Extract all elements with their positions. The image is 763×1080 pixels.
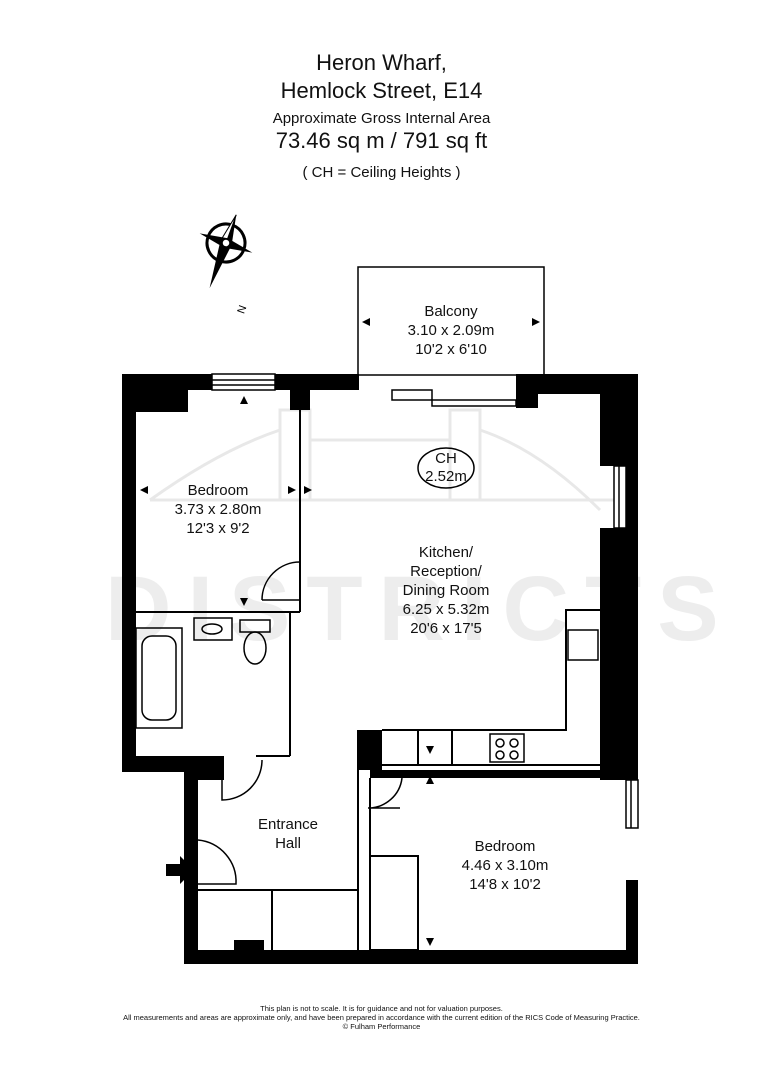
bathroom-fixtures	[135, 617, 271, 729]
kitchen-metric: 6.25 x 5.32m	[403, 601, 490, 618]
balcony-metric: 3.10 x 2.09m	[408, 322, 495, 339]
area-value: 73.46 sq m / 791 sq ft	[275, 128, 488, 153]
walls	[122, 374, 638, 964]
compass-north-label: N	[235, 304, 249, 316]
bedroom2-metric: 4.46 x 3.10m	[462, 857, 549, 874]
sink-icon	[193, 617, 233, 641]
ceiling-height-value: 2.52m	[425, 468, 467, 485]
ceiling-height-badge	[417, 447, 475, 489]
balcony-name: Balcony	[424, 303, 478, 320]
hall-line1: Entrance	[258, 816, 318, 833]
ceiling-height-label: CH	[435, 450, 457, 467]
kitchen-line1: Kitchen/	[419, 544, 474, 561]
room-labels: Balcony 3.10 x 2.09m 10'2 x 6'10 Bedroom…	[175, 303, 549, 893]
kitchen-line3: Dining Room	[403, 582, 490, 599]
dimension-arrows	[140, 318, 540, 946]
property-name: Heron Wharf,	[316, 50, 447, 75]
balcony-outline	[357, 266, 545, 376]
doors	[197, 561, 403, 885]
footer-disclaimer: This plan is not to scale. It is for gui…	[260, 1004, 503, 1013]
hall-line2: Hall	[275, 835, 301, 852]
kitchen-line2: Reception/	[410, 563, 483, 580]
bedroom1-metric: 3.73 x 2.80m	[175, 501, 262, 518]
footer-measurements: All measurements and areas are approxima…	[123, 1013, 640, 1022]
kitchen-fixtures	[489, 629, 599, 763]
property-address: Hemlock Street, E14	[280, 78, 483, 103]
ceiling-height-note: ( CH = Ceiling Heights )	[302, 164, 461, 181]
tower-bridge-watermark	[149, 408, 620, 512]
windows	[211, 373, 639, 829]
footer-copyright: © Fulham Performance	[342, 1022, 421, 1031]
bedroom2-name: Bedroom	[475, 838, 536, 855]
hob-icon	[489, 733, 525, 763]
sink-icon	[567, 629, 599, 661]
area-label: Approximate Gross Internal Area	[272, 110, 491, 127]
bedroom1-name: Bedroom	[188, 482, 249, 499]
bedroom1-imperial: 12'3 x 9'2	[186, 520, 249, 537]
entrance-arrow-icon	[166, 856, 194, 884]
balcony-imperial: 10'2 x 6'10	[415, 341, 487, 358]
inner-walls	[136, 410, 600, 951]
kitchen-imperial: 20'6 x 17'5	[410, 620, 482, 637]
compass-icon	[199, 214, 253, 289]
bathtub-icon	[135, 627, 183, 729]
bedroom2-imperial: 14'8 x 10'2	[469, 876, 541, 893]
